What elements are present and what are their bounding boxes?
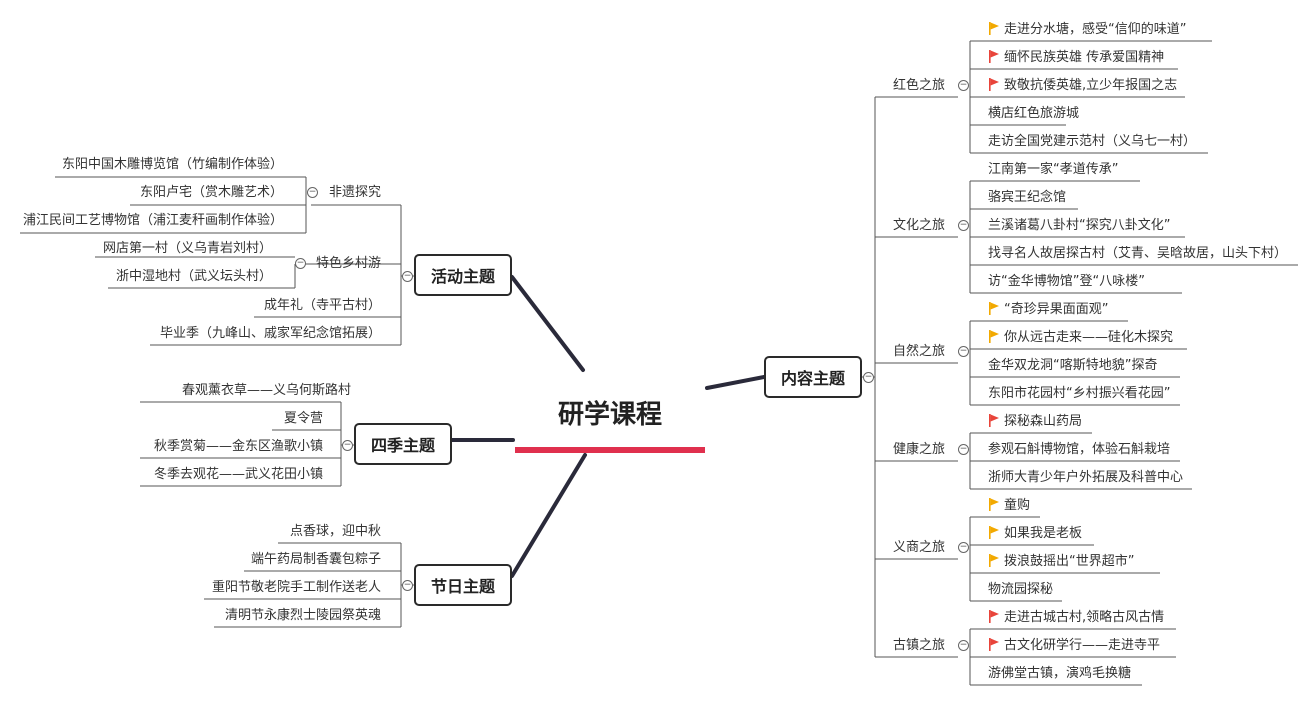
branch-label[interactable]: 红色之旅 bbox=[893, 78, 946, 93]
flag-red-icon bbox=[989, 50, 999, 63]
leaf-node[interactable]: 缅怀民族英雄 传承爱国精神 bbox=[988, 49, 1164, 67]
flag-orange-icon bbox=[989, 498, 999, 511]
flag-red-icon bbox=[989, 638, 999, 651]
leaf-node[interactable]: 走访全国党建示范村（义乌七一村） bbox=[988, 134, 1197, 149]
flag-orange-icon bbox=[989, 302, 999, 315]
central-topic[interactable]: 研学课程 bbox=[557, 399, 662, 430]
flag-red-icon bbox=[989, 610, 999, 623]
leaf-node[interactable]: 游佛堂古镇，演鸡毛换糖 bbox=[988, 666, 1132, 681]
branch-label[interactable]: 非遗探究 bbox=[328, 185, 381, 200]
leaf-node[interactable]: 东阳市花园村“乡村振兴看花园” bbox=[988, 386, 1171, 401]
leaf-node[interactable]: 骆宾王纪念馆 bbox=[988, 190, 1067, 205]
branch-label[interactable]: 古镇之旅 bbox=[893, 638, 946, 653]
collapse-toggle-activity[interactable]: − bbox=[402, 271, 413, 282]
leaf-node[interactable]: 拨浪鼓摇出“世界超市” bbox=[988, 553, 1134, 571]
collapse-toggle-nature[interactable]: − bbox=[958, 346, 969, 357]
topic-content[interactable]: 内容主题 bbox=[764, 356, 862, 398]
branch-label[interactable]: 健康之旅 bbox=[893, 442, 946, 457]
leaf-node[interactable]: 东阳中国木雕博览馆（竹编制作体验） bbox=[61, 157, 283, 172]
leaf-node[interactable]: 点香球，迎中秋 bbox=[289, 524, 381, 539]
topic-festival[interactable]: 节日主题 bbox=[414, 564, 512, 606]
leaf-node[interactable]: 如果我是老板 bbox=[988, 525, 1082, 543]
leaf-node[interactable]: 重阳节敬老院手工制作送老人 bbox=[211, 580, 381, 595]
leaf-node[interactable]: 端午药局制香囊包粽子 bbox=[250, 552, 381, 567]
topic-activity[interactable]: 活动主题 bbox=[414, 254, 512, 296]
leaf-node[interactable]: 金华双龙洞“喀斯特地貌”探奇 bbox=[988, 358, 1158, 373]
collapse-toggle-content[interactable]: − bbox=[863, 372, 874, 383]
branch-label[interactable]: 特色乡村游 bbox=[315, 256, 381, 271]
leaf-node[interactable]: 走进分水塘，感受“信仰的味道” bbox=[988, 21, 1186, 39]
leaf-node[interactable]: 你从远古走来——硅化木探究 bbox=[988, 329, 1173, 347]
collapse-toggle-commerce[interactable]: − bbox=[958, 542, 969, 553]
leaf-node[interactable]: 成年礼（寺平古村） bbox=[263, 298, 381, 313]
leaf-node[interactable]: 毕业季（九峰山、戚家军纪念馆拓展） bbox=[159, 326, 381, 341]
leaf-node[interactable]: 物流园探秘 bbox=[988, 582, 1054, 597]
leaf-node[interactable]: 夏令营 bbox=[283, 411, 323, 426]
leaf-node[interactable]: 秋季赏菊——金东区渔歌小镇 bbox=[153, 439, 323, 454]
flag-red-icon bbox=[989, 78, 999, 91]
leaf-node[interactable]: 网店第一村（义乌青岩刘村） bbox=[102, 241, 272, 256]
leaf-node[interactable]: 东阳卢宅（赏木雕艺术） bbox=[139, 185, 283, 200]
leaf-node[interactable]: 走进古城古村,领略古风古情 bbox=[988, 609, 1164, 627]
leaf-node[interactable]: 横店红色旅游城 bbox=[988, 106, 1080, 121]
branch-label[interactable]: 自然之旅 bbox=[893, 344, 946, 359]
leaf-node[interactable]: 致敬抗倭英雄,立少年报国之志 bbox=[988, 77, 1177, 95]
collapse-toggle-seasons[interactable]: − bbox=[342, 440, 353, 451]
leaf-node[interactable]: 清明节永康烈士陵园祭英魂 bbox=[224, 608, 381, 623]
leaf-node[interactable]: 江南第一家“孝道传承” bbox=[988, 162, 1119, 177]
leaf-node[interactable]: 找寻名人故居探古村（艾青、吴晗故居，山头下村） bbox=[988, 246, 1288, 261]
leaf-node[interactable]: 兰溪诸葛八卦村“探究八卦文化” bbox=[988, 218, 1171, 233]
collapse-toggle-culture[interactable]: − bbox=[958, 220, 969, 231]
topic-seasons[interactable]: 四季主题 bbox=[354, 423, 452, 465]
flag-orange-icon bbox=[989, 22, 999, 35]
leaf-node[interactable]: 春观薰衣草——义乌何斯路村 bbox=[181, 383, 351, 398]
flag-orange-icon bbox=[989, 526, 999, 539]
collapse-toggle-red[interactable]: − bbox=[958, 80, 969, 91]
flag-orange-icon bbox=[989, 330, 999, 343]
branch-label[interactable]: 文化之旅 bbox=[893, 218, 946, 233]
leaf-node[interactable]: 童购 bbox=[988, 497, 1030, 515]
collapse-toggle-intangible[interactable]: − bbox=[307, 187, 318, 198]
leaf-node[interactable]: 访“金华博物馆”登“八咏楼” bbox=[988, 274, 1145, 289]
central-underline bbox=[515, 447, 705, 453]
leaf-node[interactable]: “奇珍异果面面观” bbox=[988, 301, 1108, 319]
leaf-node[interactable]: 浙师大青少年户外拓展及科普中心 bbox=[988, 470, 1184, 485]
leaf-node[interactable]: 浙中湿地村（武义坛头村） bbox=[115, 269, 272, 284]
collapse-toggle-health[interactable]: − bbox=[958, 444, 969, 455]
flag-orange-icon bbox=[989, 554, 999, 567]
leaf-node[interactable]: 浦江民间工艺博物馆（浦江麦秆画制作体验） bbox=[22, 213, 283, 228]
collapse-toggle-town[interactable]: − bbox=[958, 640, 969, 651]
flag-red-icon bbox=[989, 414, 999, 427]
leaf-node[interactable]: 古文化研学行——走进寺平 bbox=[988, 637, 1160, 655]
leaf-node[interactable]: 参观石斛博物馆，体验石斛栽培 bbox=[988, 442, 1171, 457]
leaf-node[interactable]: 冬季去观花——武义花田小镇 bbox=[153, 467, 323, 482]
collapse-toggle-festival[interactable]: − bbox=[402, 580, 413, 591]
collapse-toggle-village[interactable]: − bbox=[295, 258, 306, 269]
branch-label[interactable]: 义商之旅 bbox=[893, 540, 946, 555]
leaf-node[interactable]: 探秘森山药局 bbox=[988, 413, 1082, 431]
